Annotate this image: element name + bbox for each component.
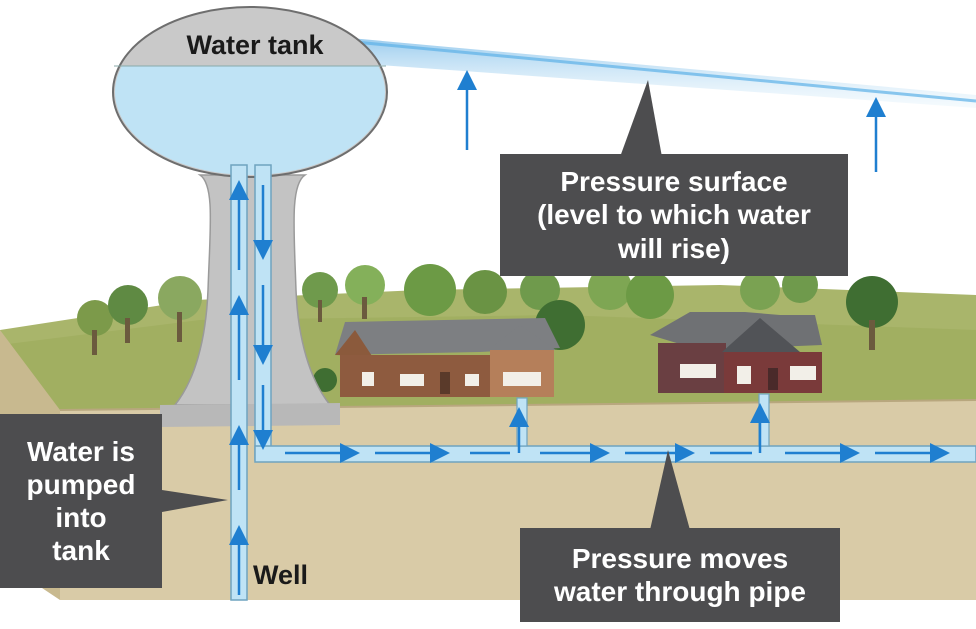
pressure-surface-callout: Pressure surface (level to which water w…: [500, 154, 848, 276]
pipe-flow-arrows: [285, 403, 950, 463]
tank-water: [115, 66, 385, 175]
pressure-surface-pointer: [620, 80, 662, 157]
trees: [77, 264, 898, 392]
pressure-moves-line-2: water through pipe: [554, 576, 806, 607]
pumped-line-3: into: [55, 502, 107, 533]
pumped-callout: Water is pumped into tank: [0, 414, 162, 588]
pressure-moves-pointer: [650, 450, 690, 530]
pressure-moves-line-1: Pressure moves: [571, 542, 789, 574]
pumped-line-2: pumped: [26, 468, 136, 500]
up-pipe: [230, 164, 248, 601]
pressure-surface-line-2: (level to which water: [537, 199, 811, 231]
house-1: [335, 318, 560, 397]
pumped-line-1: Water is: [27, 435, 135, 467]
pressure-surface-line-3: will rise): [617, 232, 731, 264]
tower-base: [160, 403, 340, 427]
well-label: Well: [253, 560, 309, 590]
house-2: [650, 312, 822, 393]
pressure-surface-line-1: Pressure surface: [560, 166, 788, 198]
pressure-surface-line: [354, 40, 976, 103]
distribution-pipe: [254, 445, 976, 463]
pressure-moves-callout: Pressure moves water through pipe: [520, 528, 840, 622]
pressure-surface-band: [350, 38, 976, 108]
water-tank-label: Water tank: [186, 30, 324, 60]
pumped-line-4: tank: [52, 535, 110, 567]
pumped-pointer: [162, 490, 228, 512]
